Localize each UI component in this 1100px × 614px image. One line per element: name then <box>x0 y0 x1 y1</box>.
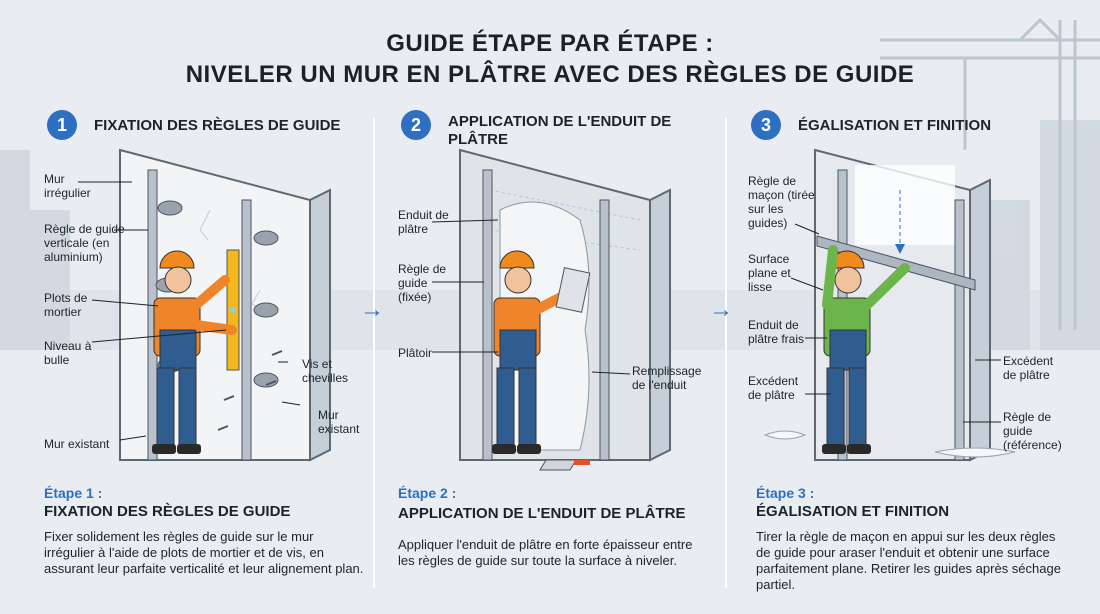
label-excedent-right: Excédent de plâtre <box>1003 354 1054 382</box>
crane-icon <box>880 17 1100 330</box>
column-divider <box>725 118 727 588</box>
step-number-badge: 2 <box>401 110 431 140</box>
step-label: Étape 3 : <box>756 485 815 501</box>
label-regle-fixee: Règle de guide (fixée) <box>398 262 447 304</box>
label-platoir: Plâtoir <box>398 346 433 360</box>
step-number-badge: 1 <box>47 110 77 140</box>
label-regle-macon: Règle de maçon (tirée sur les guides) <box>748 174 815 230</box>
step-description: Appliquer l'enduit de plâtre en forte ép… <box>398 537 693 568</box>
guide-rail <box>599 199 610 461</box>
trowel-icon <box>555 267 591 313</box>
step-label: Étape 2 : <box>398 485 457 501</box>
page-title-line1: GUIDE ÉTAPE PAR ÉTAPE : <box>386 30 714 57</box>
label-enduit-frais: Enduit de plâtre frais <box>748 318 805 346</box>
next-step-arrow-icon: → <box>709 296 733 323</box>
label-regle-guide: Règle de guide verticale (en aluminium) <box>44 222 125 264</box>
label-mur-existant-bottom: Mur existant <box>44 437 110 451</box>
guide-rail <box>241 199 252 461</box>
step-description: Tirer la règle de maçon en appui sur les… <box>756 529 1061 592</box>
step3-illustration <box>763 148 1016 462</box>
label-remplissage: Remplissage de l'enduit <box>632 364 702 392</box>
label-regle-reference: Règle de guide (référence) <box>1003 410 1062 452</box>
step-heading: APPLICATION DE L'ENDUIT DE PLÂTRE <box>448 113 672 148</box>
label-enduit: Enduit de plâtre <box>398 208 449 236</box>
plaster-excess <box>934 447 1016 458</box>
smooth-surface <box>855 165 955 245</box>
worker-figure <box>822 245 910 454</box>
step2-illustration <box>431 148 671 471</box>
step1-illustration <box>78 148 331 462</box>
step-label: Étape 1 : <box>44 485 103 501</box>
label-vis: Vis et chevilles <box>302 357 349 385</box>
guide-rail <box>482 169 493 461</box>
step-description: Fixer solidement les règles de guide sur… <box>44 529 364 576</box>
page-title-line2: NIVELER UN MUR EN PLÂTRE AVEC DES RÈGLES… <box>185 61 915 88</box>
guide-rail <box>954 199 965 461</box>
next-step-arrow-icon: → <box>360 296 384 323</box>
step-heading: ÉGALISATION ET FINITION <box>798 117 992 134</box>
label-surface: Surface plane et lisse <box>748 252 791 294</box>
column-divider <box>373 118 375 588</box>
step-heading: FIXATION DES RÈGLES DE GUIDE <box>94 117 341 134</box>
worker-figure <box>492 250 570 454</box>
spare-trowel-icon <box>539 459 590 471</box>
step-subtitle: APPLICATION DE L'ENDUIT DE PLÂTRE <box>398 505 686 522</box>
plaster-excess <box>763 430 807 440</box>
label-mur-existant-right: Mur existant <box>318 408 360 436</box>
label-mur-irregulier: Mur irrégulier <box>44 172 91 200</box>
label-excedent-left: Excédent de plâtre <box>748 374 799 402</box>
mason-rule <box>816 235 976 291</box>
worker-figure <box>152 250 237 454</box>
label-plots: Plots de mortier <box>44 291 88 319</box>
step-subtitle: FIXATION DES RÈGLES DE GUIDE <box>44 503 291 520</box>
label-niveau: Niveau à bulle <box>44 339 92 367</box>
step-subtitle: ÉGALISATION ET FINITION <box>756 503 950 520</box>
step-number-badge: 3 <box>751 110 781 140</box>
